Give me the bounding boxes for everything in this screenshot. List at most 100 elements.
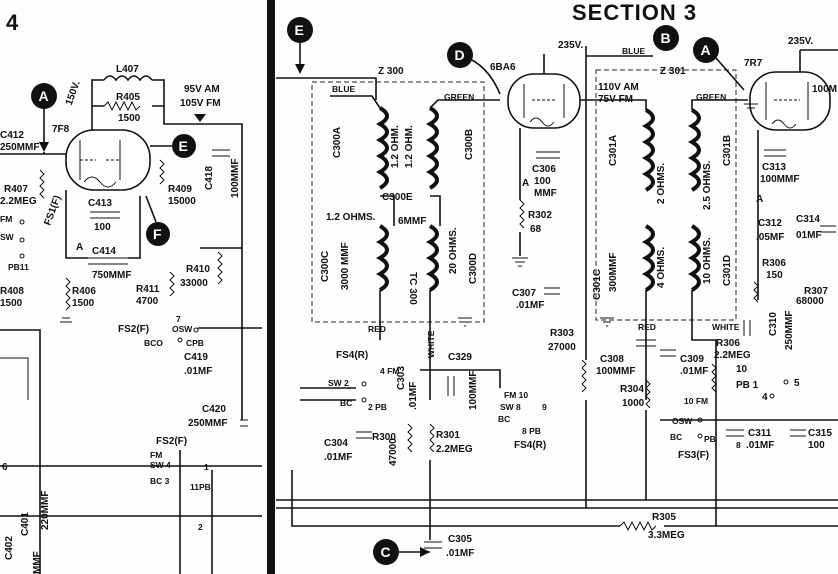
svg-text:B: B — [661, 30, 671, 46]
fs2-cpb: CPB — [186, 338, 204, 348]
c413-value: 100 — [94, 222, 111, 233]
svg-text:E: E — [179, 138, 188, 154]
c301b-label: C301B — [722, 135, 733, 166]
fs4r-9: 9 — [542, 402, 547, 412]
c314-label: C314 — [796, 214, 820, 225]
fs1-label: FS1(F) — [42, 194, 63, 227]
wire-c414 — [65, 190, 141, 259]
svg-text:A: A — [701, 42, 711, 58]
fs2-lower-1: 1 — [204, 462, 209, 472]
wire-left-inner — [0, 357, 29, 400]
a-label-mid: A — [522, 178, 529, 189]
r306-resistor — [711, 363, 717, 393]
wire-7r7-plate — [799, 49, 838, 72]
voltage-235v-b: 235V. — [788, 36, 813, 47]
r410-resistor — [217, 251, 223, 285]
c412-label: C412 — [0, 130, 24, 141]
wire-white-z301: WHITE — [712, 322, 740, 332]
c300c-label: C300C — [320, 251, 331, 282]
ground-z300 — [458, 317, 472, 327]
r305-value: 3.3MEG — [648, 530, 685, 541]
wire-z300-top — [330, 95, 500, 109]
r306b-resistor — [753, 281, 759, 303]
voltage-95v-am: 95V AM — [184, 84, 220, 95]
svg-text:F: F — [153, 226, 162, 242]
c314-value: 01MF — [796, 230, 822, 241]
r409-value: 15000 — [168, 196, 196, 207]
marker-a-left: A — [31, 83, 57, 152]
fs1-sw: SW — [0, 232, 15, 242]
marker-e-left: E — [150, 134, 196, 158]
fs3-bc: BC — [670, 432, 682, 442]
c309-value: .01MF — [680, 366, 708, 377]
c304-value: .01MF — [324, 452, 352, 463]
r407-value: 2.2MEG — [0, 196, 37, 207]
fs3-osw: OSW — [672, 416, 693, 426]
pb1-10: 10 — [736, 364, 748, 375]
r302-resistor — [519, 199, 525, 229]
coil-z301-upper-left — [641, 108, 655, 192]
r305-resistor — [619, 520, 657, 532]
pb1-5: 5 — [794, 378, 800, 389]
fs4-label-left: FS4(R) — [336, 350, 368, 361]
c401-value: 220MMF — [40, 491, 51, 530]
c306-unit: MMF — [534, 188, 557, 199]
tube-7r7 — [749, 71, 831, 131]
r409-resistor — [159, 159, 165, 185]
wire-c329 — [420, 369, 501, 388]
wire-b-plus-left — [163, 106, 243, 210]
ohm-1-2-c: 1.2 OHMS. — [326, 212, 376, 223]
r306-label: R306 — [716, 338, 740, 349]
marker-b: B — [585, 25, 679, 57]
svg-text:D: D — [455, 47, 465, 63]
fs2-label-upper: FS2(F) — [118, 324, 149, 335]
wire-green-z301: GREEN — [696, 92, 726, 102]
c313-label: C313 — [762, 162, 786, 173]
r407-resistor — [39, 169, 45, 199]
c308-label: C308 — [600, 354, 624, 365]
voltage-150v: 150V. — [64, 79, 83, 107]
r406-label: R406 — [72, 286, 96, 297]
wire-left-box — [0, 329, 41, 574]
pb1-4: 4 — [762, 392, 768, 403]
c300b-label: C300B — [464, 129, 475, 160]
c300mmf-label: 300MMF — [608, 253, 619, 292]
r301-resistor — [429, 423, 435, 453]
r409-label: R409 — [168, 184, 192, 195]
fs1-fm: FM — [0, 214, 12, 224]
svg-text:E: E — [295, 22, 304, 38]
c303-label: C303 — [396, 366, 407, 390]
fs2-osw: OSW — [172, 324, 193, 334]
r303-label: R303 — [550, 328, 574, 339]
r411-value: 4700 — [136, 296, 159, 307]
c414-value: 750MMF — [92, 270, 131, 281]
wire-z301-top — [580, 99, 748, 110]
c300e-value: 6MMF — [398, 216, 426, 227]
fs2-lower-sw4: SW 4 — [150, 460, 171, 470]
coil-z301-upper-right — [687, 108, 701, 192]
ground-7r7 — [744, 103, 758, 109]
r405-value: 1500 — [118, 113, 141, 124]
tube-7r7-label: 7R7 — [744, 58, 763, 69]
c306-value: 100 — [534, 176, 551, 187]
svg-text:A: A — [39, 88, 49, 104]
coil-z300-lower-left — [375, 224, 389, 292]
ohm-1-2-a: 1.2 OHM. — [390, 125, 401, 168]
coil-z300-upper-right — [425, 106, 439, 190]
voltage-235v-a: 235V. — [558, 40, 583, 51]
r304-value: 1000 — [622, 398, 645, 409]
ohm-2-5-label: 2.5 OHMS. — [702, 160, 713, 210]
fs3-10fm: 10 FM — [684, 396, 708, 406]
c312-label: C312 — [758, 218, 782, 229]
fs2-lower-pb11: 11PB — [190, 482, 211, 492]
c310-label: C310 — [768, 312, 779, 336]
r411-label: R411 — [136, 284, 160, 295]
fs4r-bc: BC — [498, 414, 510, 424]
c420-label: C420 — [202, 404, 226, 415]
c312-value: .05MF — [756, 232, 784, 243]
z300-enclosure — [311, 81, 485, 323]
r303-resistor — [581, 359, 587, 393]
wire-bus-r305 — [276, 499, 838, 509]
fs3-pb: PB — [704, 434, 716, 444]
r410-value: 33000 — [180, 278, 208, 289]
